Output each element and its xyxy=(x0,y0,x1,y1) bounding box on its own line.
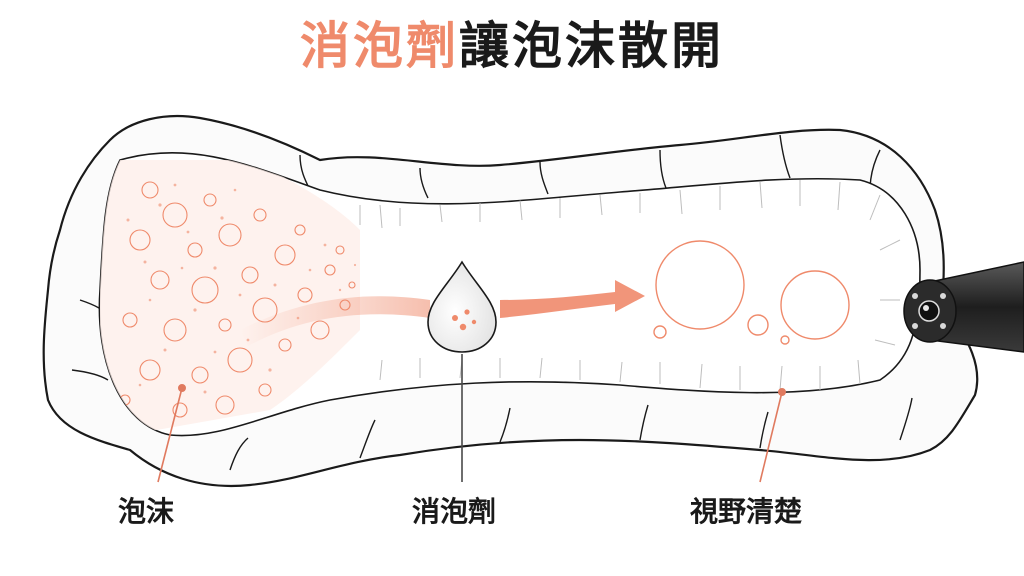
label-defoaming-agent: 消泡劑 xyxy=(412,495,497,528)
endoscope-icon xyxy=(903,261,1024,353)
droplet-icon xyxy=(427,260,497,353)
label-foam: 泡沫 xyxy=(118,495,175,528)
arrow-right-icon xyxy=(500,280,645,318)
dispersed-bubbles xyxy=(653,240,850,345)
flow-band xyxy=(240,296,430,346)
leader-clear-view xyxy=(759,387,786,483)
foam-specks xyxy=(126,183,357,394)
mucosa-texture xyxy=(359,180,901,391)
title-highlight: 消泡劑 xyxy=(300,17,459,75)
foam-bubbles xyxy=(119,181,356,418)
title-rest: 讓泡沫散開 xyxy=(459,17,724,75)
haustra-folds xyxy=(71,134,913,471)
page-title: 消泡劑讓泡沫散開 xyxy=(0,14,1024,78)
label-clear-view: 視野清楚 xyxy=(690,495,803,528)
leader-foam xyxy=(157,383,187,483)
foam-region xyxy=(100,160,360,436)
